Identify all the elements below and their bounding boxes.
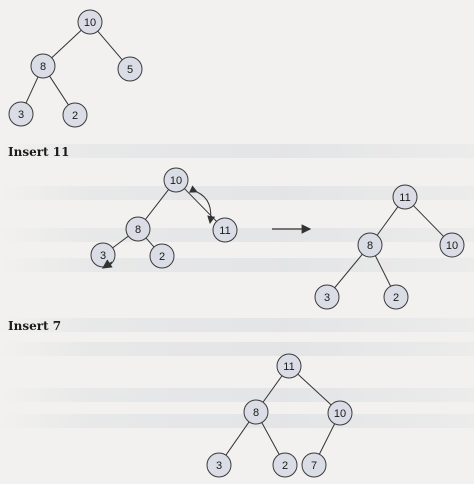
node-label: 3 — [216, 460, 222, 472]
tree-edge — [97, 30, 123, 61]
tree-node: 2 — [383, 284, 409, 310]
small-arrow-icon — [102, 259, 113, 269]
bleed-through-line — [0, 342, 474, 356]
tree-insert-11-before-swap: 10 8 11 3 2 — [90, 167, 238, 269]
node-label: 2 — [282, 460, 288, 472]
tree-edge — [51, 29, 82, 59]
tree-edge — [145, 237, 155, 248]
bleed-through-line — [0, 414, 474, 428]
node-label: 3 — [18, 109, 24, 121]
bleed-through-line — [0, 186, 474, 200]
node-label: 5 — [127, 64, 133, 76]
node-label: 2 — [393, 292, 399, 304]
node-label: 10 — [84, 17, 96, 29]
node-circle — [212, 217, 238, 243]
node-circle — [125, 216, 151, 242]
node-circle — [439, 232, 465, 258]
heading-insert-7: Insert 7 — [8, 319, 62, 333]
bleed-through-line — [0, 144, 474, 158]
tree-initial-heap: 10 8 5 3 2 — [8, 9, 143, 128]
node-circle — [301, 452, 327, 478]
node-circle — [392, 184, 418, 210]
tree-node: 11 — [212, 217, 238, 243]
tree-edge — [374, 255, 392, 287]
node-label: 2 — [72, 110, 78, 122]
tree-edge — [413, 205, 444, 237]
node-label: 11 — [283, 361, 294, 373]
node-label: 10 — [334, 408, 346, 420]
node-label: 7 — [311, 460, 317, 472]
tree-insert-7-result: 11 8 10 3 2 7 — [206, 353, 353, 478]
node-label: 3 — [324, 292, 330, 304]
node-label: 10 — [446, 240, 458, 252]
bleed-through-line — [0, 228, 474, 242]
node-label: 8 — [253, 407, 259, 419]
tree-node: 10 — [327, 400, 353, 426]
tree-node: 10 — [163, 167, 189, 193]
node-circle — [8, 101, 34, 127]
tree-edge — [262, 375, 283, 403]
tree-node: 8 — [30, 53, 56, 79]
tree-node: 10 — [77, 9, 103, 35]
tree-edge — [225, 421, 250, 456]
tree-node: 3 — [206, 452, 232, 478]
tree-node: 11 — [276, 353, 302, 379]
tree-node: 2 — [272, 452, 298, 478]
tree-node: 3 — [90, 242, 116, 268]
curved-double-arrow-icon — [188, 185, 216, 224]
tree-insert-11-after-swap: 11 8 10 3 2 — [314, 184, 465, 310]
node-circle — [149, 243, 175, 269]
bleed-through-line — [0, 388, 474, 402]
node-circle — [117, 56, 143, 82]
node-label: 2 — [159, 251, 165, 263]
bleed-through-line — [0, 318, 474, 332]
tree-node: 7 — [301, 452, 327, 478]
node-circle — [163, 167, 189, 193]
tree-node: 2 — [62, 102, 88, 128]
node-label: 8 — [135, 224, 141, 236]
tree-node: 2 — [149, 243, 175, 269]
tree-edge — [49, 75, 69, 106]
tree-node: 3 — [8, 101, 34, 127]
tree-edge — [112, 235, 129, 249]
node-circle — [272, 452, 298, 478]
node-circle — [276, 353, 302, 379]
tree-node: 3 — [314, 284, 340, 310]
node-circle — [30, 53, 56, 79]
tree-edge — [376, 206, 399, 236]
tree-edge — [261, 422, 280, 455]
heading-insert-11: Insert 11 — [8, 145, 70, 159]
node-circle — [327, 400, 353, 426]
node-circle — [314, 284, 340, 310]
tree-node: 5 — [117, 56, 143, 82]
tree-node: 8 — [243, 399, 269, 425]
tree-node: 10 — [439, 232, 465, 258]
tree-edge — [318, 423, 336, 455]
bleed-through-line — [0, 258, 474, 272]
tree-edge — [25, 76, 39, 104]
node-circle — [243, 399, 269, 425]
node-label: 3 — [100, 250, 106, 262]
node-circle — [357, 232, 383, 258]
node-circle — [77, 9, 103, 35]
tree-node: 11 — [392, 184, 418, 210]
node-label: 8 — [367, 240, 373, 252]
node-label: 8 — [40, 61, 46, 73]
node-label: 11 — [219, 225, 230, 237]
tree-edge — [144, 189, 170, 220]
node-label: 11 — [399, 192, 410, 204]
tree-edge — [297, 373, 332, 406]
node-label: 10 — [170, 175, 182, 187]
node-circle — [383, 284, 409, 310]
node-circle — [206, 452, 232, 478]
tree-node: 8 — [125, 216, 151, 242]
node-circle — [62, 102, 88, 128]
tree-node: 8 — [357, 232, 383, 258]
tree-edge — [334, 253, 363, 289]
